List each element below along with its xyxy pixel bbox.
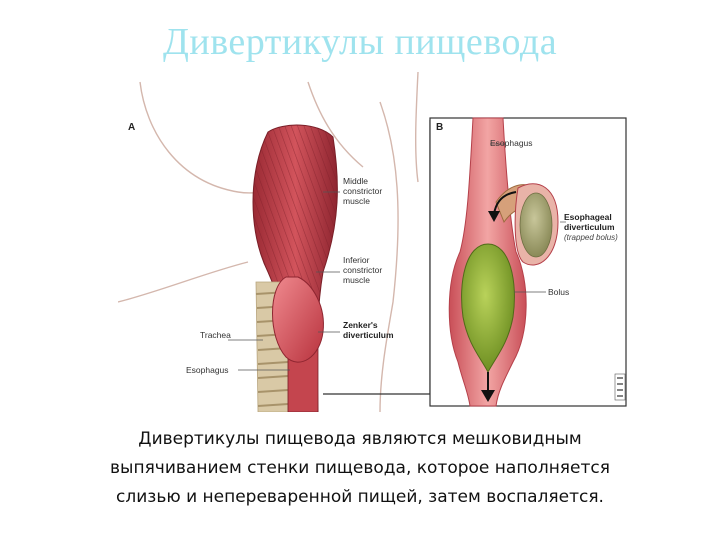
zenker-diverticulum-label: Zenker's diverticulum	[343, 320, 394, 340]
caption-line-1: Дивертикулы пищевода являются мешковидны…	[138, 429, 582, 449]
panel-b: B	[429, 117, 627, 407]
panel-connector-line	[323, 120, 431, 395]
trapped-bolus-label: (trapped bolus)	[564, 233, 618, 242]
zenker-diverticulum-pouch	[272, 276, 324, 363]
esophagus-label-b: Esophagus	[490, 138, 533, 148]
flow-arrow-curved	[488, 191, 517, 222]
caption-line-2: выпячиванием стенки пищевода, которое на…	[110, 458, 610, 478]
back-outline	[379, 101, 399, 412]
illustration-svg: A	[118, 72, 627, 412]
panel-a-letter: A	[128, 122, 135, 133]
ear-outline	[415, 72, 419, 183]
panel-a-leaders	[228, 191, 340, 371]
inferior-constrictor-label: Inferior constrictor muscle	[343, 255, 385, 285]
slide-caption: Дивертикулы пищевода являются мешковидны…	[40, 425, 680, 512]
trachea-label: Trachea	[200, 330, 231, 340]
trapped-bolus	[519, 192, 553, 258]
caption-line-3: слизью и непереваренной пищей, затем вос…	[116, 487, 604, 507]
slide-title: Дивертикулы пищевода	[162, 21, 558, 63]
shoulder-outline-left	[118, 261, 249, 303]
esophagus-label-a: Esophagus	[186, 365, 229, 375]
panel-b-letter: B	[436, 122, 443, 133]
publisher-logo-mark	[614, 373, 626, 401]
middle-constrictor-label: Middle constrictor muscle	[343, 176, 385, 206]
flow-arrow-down	[481, 372, 495, 402]
panel-b-leaders	[490, 143, 566, 293]
esophageal-diverticulum-label: Esophageal diverticulum	[564, 212, 615, 232]
esophageal-diverticula-illustration: A	[118, 72, 648, 412]
bolus-label: Bolus	[548, 287, 569, 297]
panel-a: A	[118, 72, 419, 412]
